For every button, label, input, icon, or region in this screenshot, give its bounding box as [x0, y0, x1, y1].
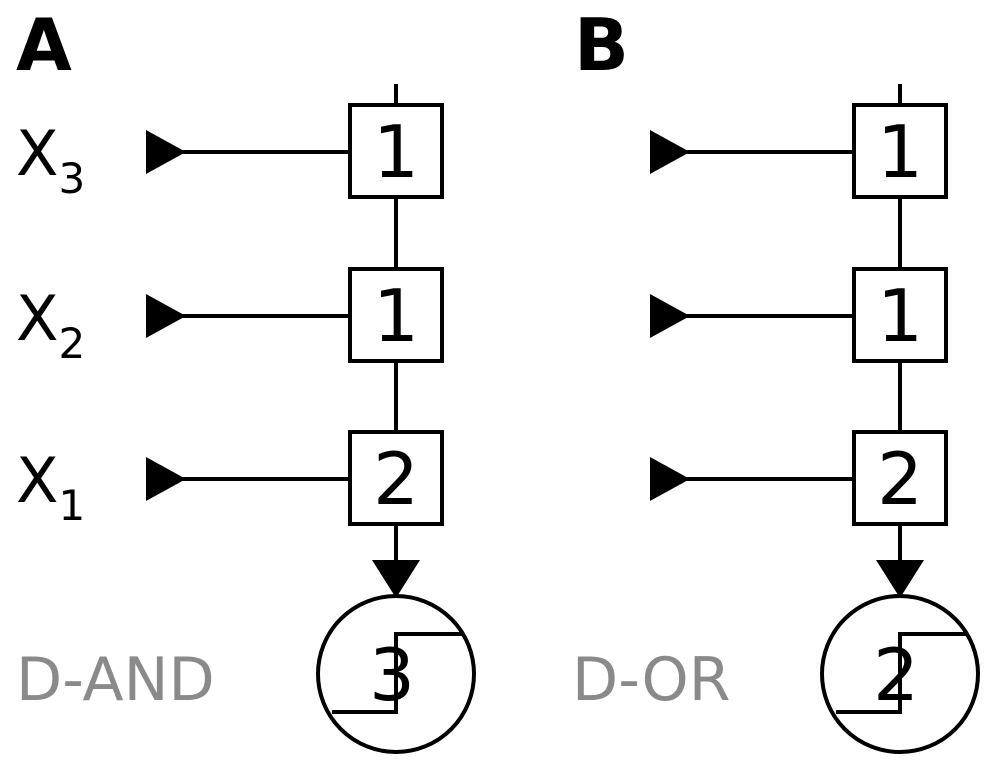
weight-value: 2: [877, 437, 923, 521]
threshold-value: 2: [873, 633, 919, 717]
input-label-a-x2: X2: [16, 282, 85, 368]
weight-box: [852, 430, 948, 526]
weight-value: 1: [877, 110, 923, 194]
output-arrowhead-icon: [876, 560, 924, 598]
input-row-a-x2: X2 1: [16, 267, 444, 368]
input-row-a-x1: X1 2: [16, 430, 444, 530]
weight-value: 2: [373, 437, 419, 521]
input-arrowhead-icon: [146, 294, 186, 338]
input-sub-a-x3: 3: [58, 154, 85, 203]
input-arrowhead-icon: [650, 457, 690, 501]
weight-value: 1: [877, 274, 923, 358]
output-arrowhead-icon: [372, 560, 420, 598]
input-var-a-x2: X: [16, 282, 58, 355]
gate-label-b: D-OR: [572, 645, 730, 715]
panel-letter-a: A: [16, 3, 72, 87]
weight-value: 1: [373, 110, 419, 194]
soma-b: 2: [820, 594, 980, 754]
input-row-b-1: 1: [650, 103, 948, 199]
input-var-a-x3: X: [16, 117, 58, 190]
soma-a: 3: [316, 594, 476, 754]
input-arrowhead-icon: [146, 457, 186, 501]
input-sub-a-x2: 2: [58, 319, 85, 368]
input-row-b-2: 1: [650, 267, 948, 363]
weight-value: 1: [373, 274, 419, 358]
panel-a: A X3 1 X2 1 X1: [16, 3, 476, 754]
input-sub-a-x1: 1: [58, 481, 85, 530]
threshold-value: 3: [369, 633, 415, 717]
input-arrowhead-icon: [650, 130, 690, 174]
weight-box: [348, 267, 444, 363]
step-function-icon: [836, 632, 966, 714]
weight-box: [852, 267, 948, 363]
step-function-icon: [332, 632, 462, 714]
weight-box: [852, 103, 948, 199]
input-row-a-x3: X3 1: [16, 103, 444, 203]
panel-b: B 1 1 2 2 D-OR: [572, 3, 980, 754]
input-arrowhead-icon: [146, 130, 186, 174]
panel-letter-b: B: [574, 3, 629, 87]
input-label-a-x3: X3: [16, 117, 85, 203]
weight-box: [348, 430, 444, 526]
gate-label-a: D-AND: [16, 645, 215, 715]
input-row-b-3: 2: [650, 430, 948, 526]
weight-box: [348, 103, 444, 199]
input-label-a-x1: X1: [16, 444, 85, 530]
input-arrowhead-icon: [650, 294, 690, 338]
input-var-a-x1: X: [16, 444, 58, 517]
